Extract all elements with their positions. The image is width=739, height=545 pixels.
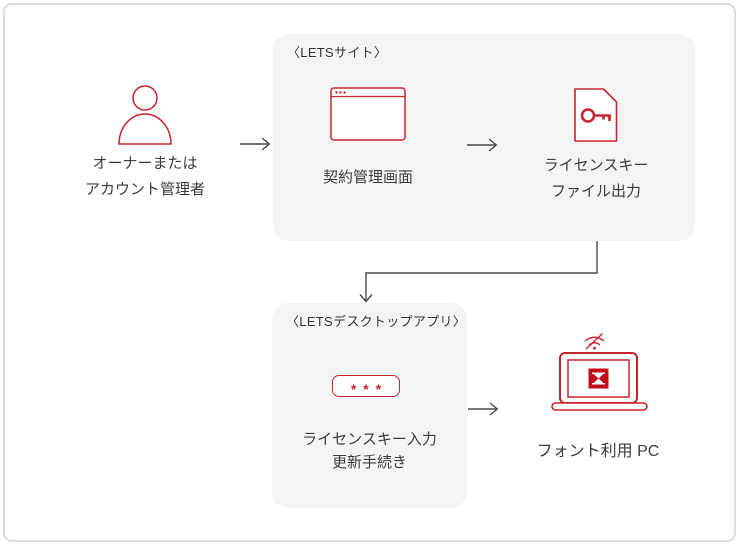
lets-app-logo	[588, 368, 609, 389]
actor-label-line2: アカウント管理者	[84, 181, 205, 198]
license-key-file-icon	[574, 88, 618, 142]
connector-site-to-app	[359, 241, 598, 303]
contract-screen-label: 契約管理画面	[322, 169, 413, 186]
browser-window-icon	[330, 87, 406, 141]
license-key-input-value: ***	[350, 381, 389, 397]
license-key-file-label-line2: ファイル出力	[550, 183, 641, 200]
license-key-entry-label-line2: 更新手続き	[331, 454, 407, 471]
font-pc-label: フォント利用 PC	[536, 443, 660, 460]
actor-label-line1: オーナーまたは	[92, 155, 198, 172]
arrow-app-to-pc	[468, 402, 499, 416]
license-key-input: ***	[332, 375, 400, 397]
person-icon	[117, 85, 173, 145]
wifi-off-icon	[584, 332, 605, 350]
actor-label: オーナーまたは アカウント管理者	[55, 151, 235, 203]
lets-site-panel-title: 〈LETSサイト〉	[287, 45, 388, 60]
offline-laptop-icon	[551, 332, 648, 411]
license-key-entry-label-line1: ライセンスキー入力	[302, 431, 437, 448]
license-key-entry-label: ライセンスキー入力 更新手続き	[272, 428, 467, 474]
lets-desktop-app-panel-title: 〈LETSデスクトップアプリ〉	[286, 314, 467, 329]
arrow-actor-to-site	[240, 137, 271, 151]
license-key-file-label-line1: ライセンスキー	[543, 157, 649, 174]
license-key-file-label: ライセンスキー ファイル出力	[506, 153, 686, 205]
lets-desktop-app-panel	[272, 303, 467, 508]
